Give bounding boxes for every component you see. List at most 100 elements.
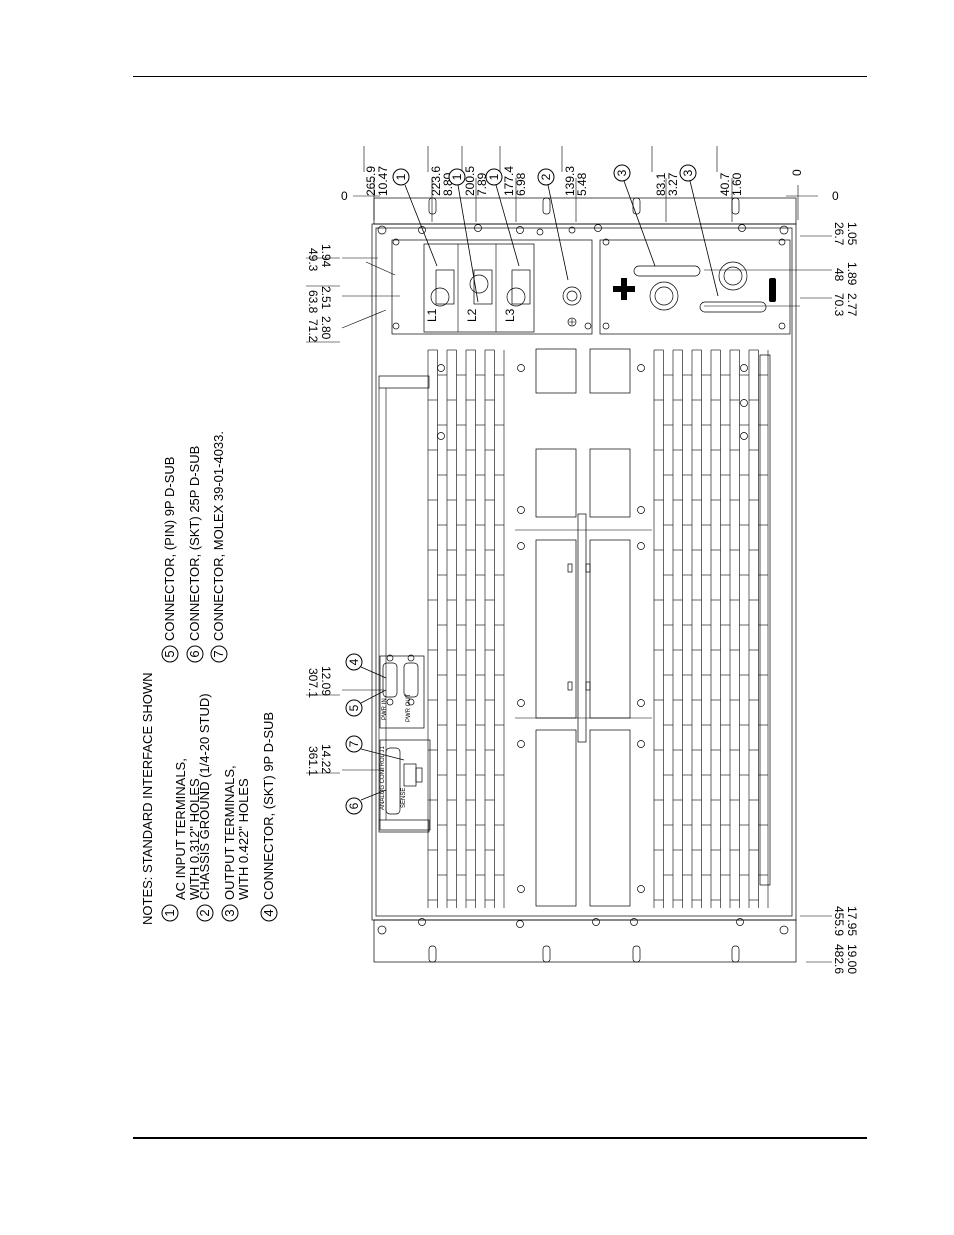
dim-right-2-mm: 48 — [832, 268, 846, 282]
dim-right-4-in: 17.95 — [845, 906, 859, 936]
left-callout-5: 5 — [345, 689, 387, 717]
pwr-in-connector — [382, 662, 398, 698]
right-zero-label: 0 — [832, 189, 839, 203]
dim-right-3-mm: 70.3 — [832, 293, 846, 317]
note-5: 5 CONNECTOR, (PIN) 9P D-SUB — [161, 457, 179, 663]
side-rails — [378, 354, 771, 886]
left-callout-7: 7 — [345, 735, 405, 761]
dc-output-block — [599, 238, 791, 335]
l3-terminal-bar — [511, 269, 531, 305]
vent-grille-left — [427, 349, 505, 908]
dim-left-3-mm: 71.2 — [306, 319, 320, 343]
note-2-line1: CHASSIS GROUND (1/4-20 STUD) — [197, 693, 212, 900]
left-dimensions: 49.3 1.94 63.8 2.51 71.2 2.80 307.1 12.0… — [306, 244, 405, 815]
top-dimensions: 265.9 10.47 223.6 8.80 200.5 7.89 177.4 … — [363, 146, 804, 303]
svg-text:1: 1 — [487, 173, 501, 180]
centre-panel-8 — [589, 729, 631, 907]
ground-stud — [562, 286, 582, 306]
notes-title: NOTES: STANDARD INTERFACE SHOWN — [140, 672, 155, 925]
note-5-line1: CONNECTOR, (PIN) 9P D-SUB — [162, 457, 177, 641]
left-callout-6: 6 — [345, 789, 387, 815]
svg-text:1: 1 — [450, 173, 464, 180]
dim-right-5-mm: 482.6 — [832, 944, 846, 974]
dim-top-5-mm: 139.3 — [563, 166, 577, 196]
svg-text:3: 3 — [615, 169, 629, 176]
centre-panel-1 — [535, 348, 577, 394]
positive-output-terminal — [649, 281, 679, 311]
centre-panel-7 — [535, 729, 577, 907]
centre-panel-6 — [589, 539, 631, 719]
dim-right-3-in: 2.77 — [845, 293, 859, 317]
note-3: 3 OUTPUT TERMINALS, WITH 0.422" HOLES — [221, 765, 251, 922]
dim-left-5-in: 14.22 — [319, 744, 333, 774]
note-3-num: 3 — [222, 909, 237, 916]
left-callout-4: 4 — [345, 653, 387, 679]
top-callout-3a: 3 — [613, 164, 656, 267]
note-6-line1: CONNECTOR, (SKT) 25P D-SUB — [187, 446, 202, 641]
l2-terminal-bar — [473, 269, 493, 305]
l2-label: L2 — [465, 308, 479, 322]
ear-slots — [428, 197, 740, 963]
top-callout-1c: 1 — [485, 168, 520, 267]
dim-top-4-in: 6.98 — [514, 172, 528, 196]
plus-sign-horizontal — [613, 286, 635, 292]
note-3-circle — [221, 904, 239, 922]
output-busbar-1 — [633, 265, 701, 277]
sense-label: SENSE — [401, 788, 407, 808]
rail-top-left — [378, 375, 430, 389]
dim-left-3-in: 2.80 — [319, 316, 333, 340]
dim-top-7-mm: 40.7 — [718, 172, 732, 196]
dim-right-1-mm: 26.7 — [832, 222, 846, 246]
svg-text:6: 6 — [347, 802, 361, 809]
svg-text:1: 1 — [394, 173, 408, 180]
note-6-num: 6 — [187, 650, 202, 657]
dim-top-2-mm: 223.6 — [429, 166, 443, 196]
rail-right — [759, 354, 771, 886]
note-2: 2 CHASSIS GROUND (1/4-20 STUD) — [196, 693, 214, 922]
svg-text:2: 2 — [539, 173, 553, 180]
svg-text:5: 5 — [347, 704, 361, 711]
dim-top-4-mm: 177.4 — [502, 166, 516, 196]
dim-right-4-mm: 455.9 — [832, 906, 846, 936]
dim-top-6-mm: 83.1 — [654, 172, 668, 196]
dim-right-1-in: 1.05 — [845, 222, 859, 246]
dim-left-4-in: 12.09 — [319, 666, 333, 696]
dim-top-5-in: 5.48 — [575, 172, 589, 196]
note-4-line1: CONNECTOR, (SKT) 9P D-SUB — [261, 712, 276, 900]
note-1-circle — [161, 904, 179, 922]
ac-input-cover — [391, 239, 593, 335]
dim-left-4-mm: 307.1 — [306, 668, 320, 698]
vent-grille-right — [653, 349, 769, 908]
rail-bottom-left — [378, 819, 430, 833]
centre-panel-2 — [589, 348, 631, 394]
left-zero-label: 0 — [341, 189, 348, 203]
top-callout-1a: 1 — [392, 168, 438, 267]
dim-top-3-in: 7.89 — [475, 172, 489, 196]
dim-right-2-in: 1.89 — [845, 262, 859, 286]
note-3-line1: OUTPUT TERMINALS, — [222, 765, 237, 900]
notes-block: NOTES: STANDARD INTERFACE SHOWN 1 AC INP… — [140, 431, 278, 925]
note-1-line2: WITH 0.312" HOLES — [187, 778, 202, 900]
note-7-circle — [210, 645, 228, 663]
note-7-line1: CONNECTOR, MOLEX 39-01-4033. — [211, 431, 226, 641]
panel-outline — [371, 223, 797, 921]
note-4: 4 CONNECTOR, (SKT) 9P D-SUB — [260, 712, 278, 922]
rack-ear-top — [373, 197, 797, 225]
dim-left-5-mm: 361.1 — [306, 746, 320, 776]
analog-control-connector — [385, 747, 401, 815]
pwr-out-connector — [403, 662, 419, 698]
dim-top-1-mm: 265.9 — [364, 166, 378, 196]
l1-label: L1 — [425, 308, 439, 322]
dim-left-1-in: 1.94 — [319, 244, 333, 268]
ear-screws — [377, 225, 789, 935]
panel-body — [371, 197, 797, 963]
centre-panels — [437, 348, 748, 907]
rack-ear-bottom — [373, 919, 797, 963]
l2-terminal-screw — [469, 274, 489, 294]
note-6-circle — [186, 645, 204, 663]
output-busbar-2 — [699, 301, 767, 313]
note-1-line1: AC INPUT TERMINALS, — [173, 758, 188, 900]
connector-area: PWR IN PWR OUT ANALOG CONTROL J1 SENSE — [379, 654, 431, 831]
l3-terminal-screw — [506, 287, 526, 307]
dim-left-1-mm: 49.3 — [306, 248, 320, 272]
